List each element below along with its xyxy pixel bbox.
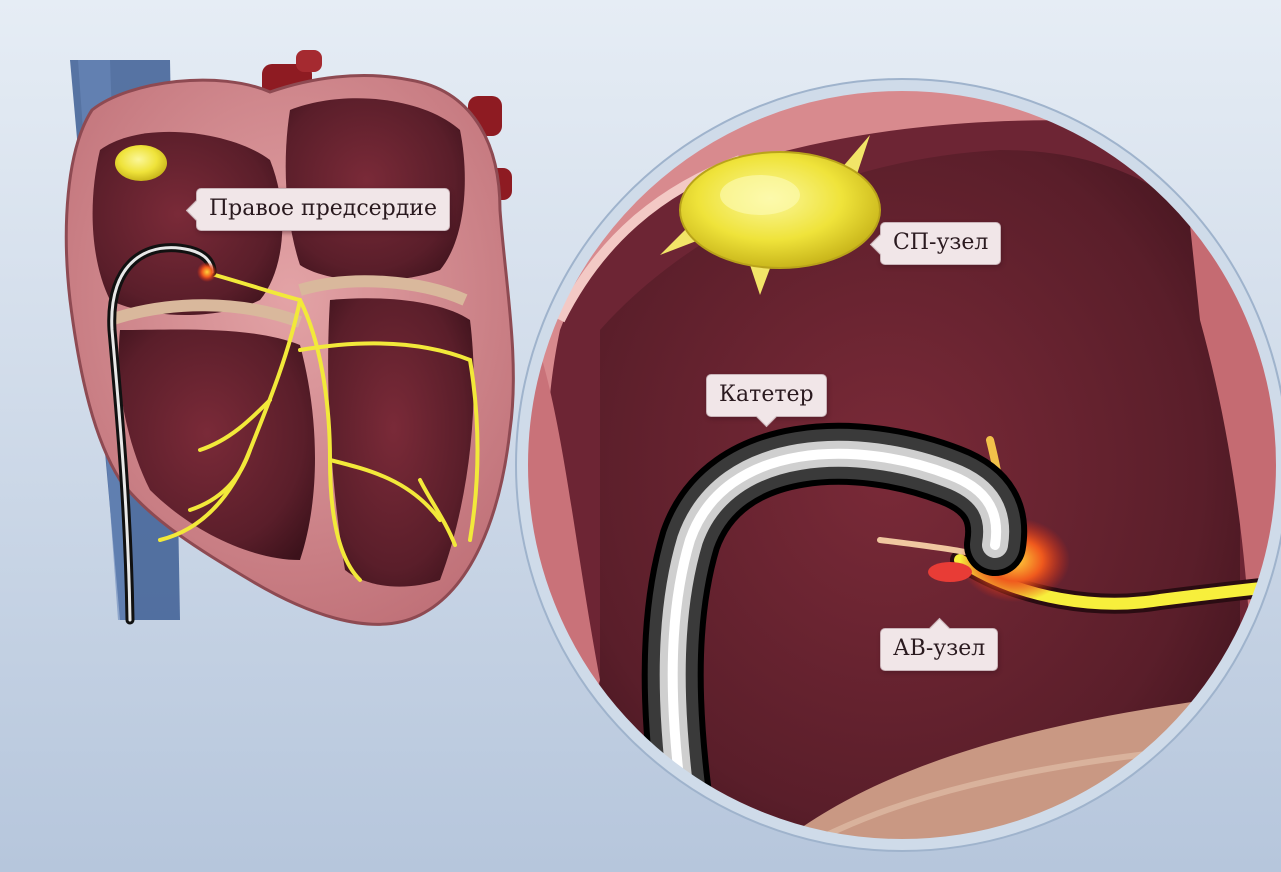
label-catheter: Катетер xyxy=(706,374,827,417)
left-ventricle-chamber xyxy=(328,298,474,586)
sa-node-small xyxy=(115,145,167,181)
label-right-atrium: Правое предсердие xyxy=(196,188,450,231)
label-sa-node: СП-узел xyxy=(880,222,1001,265)
label-av-node: АВ-узел xyxy=(880,628,998,671)
